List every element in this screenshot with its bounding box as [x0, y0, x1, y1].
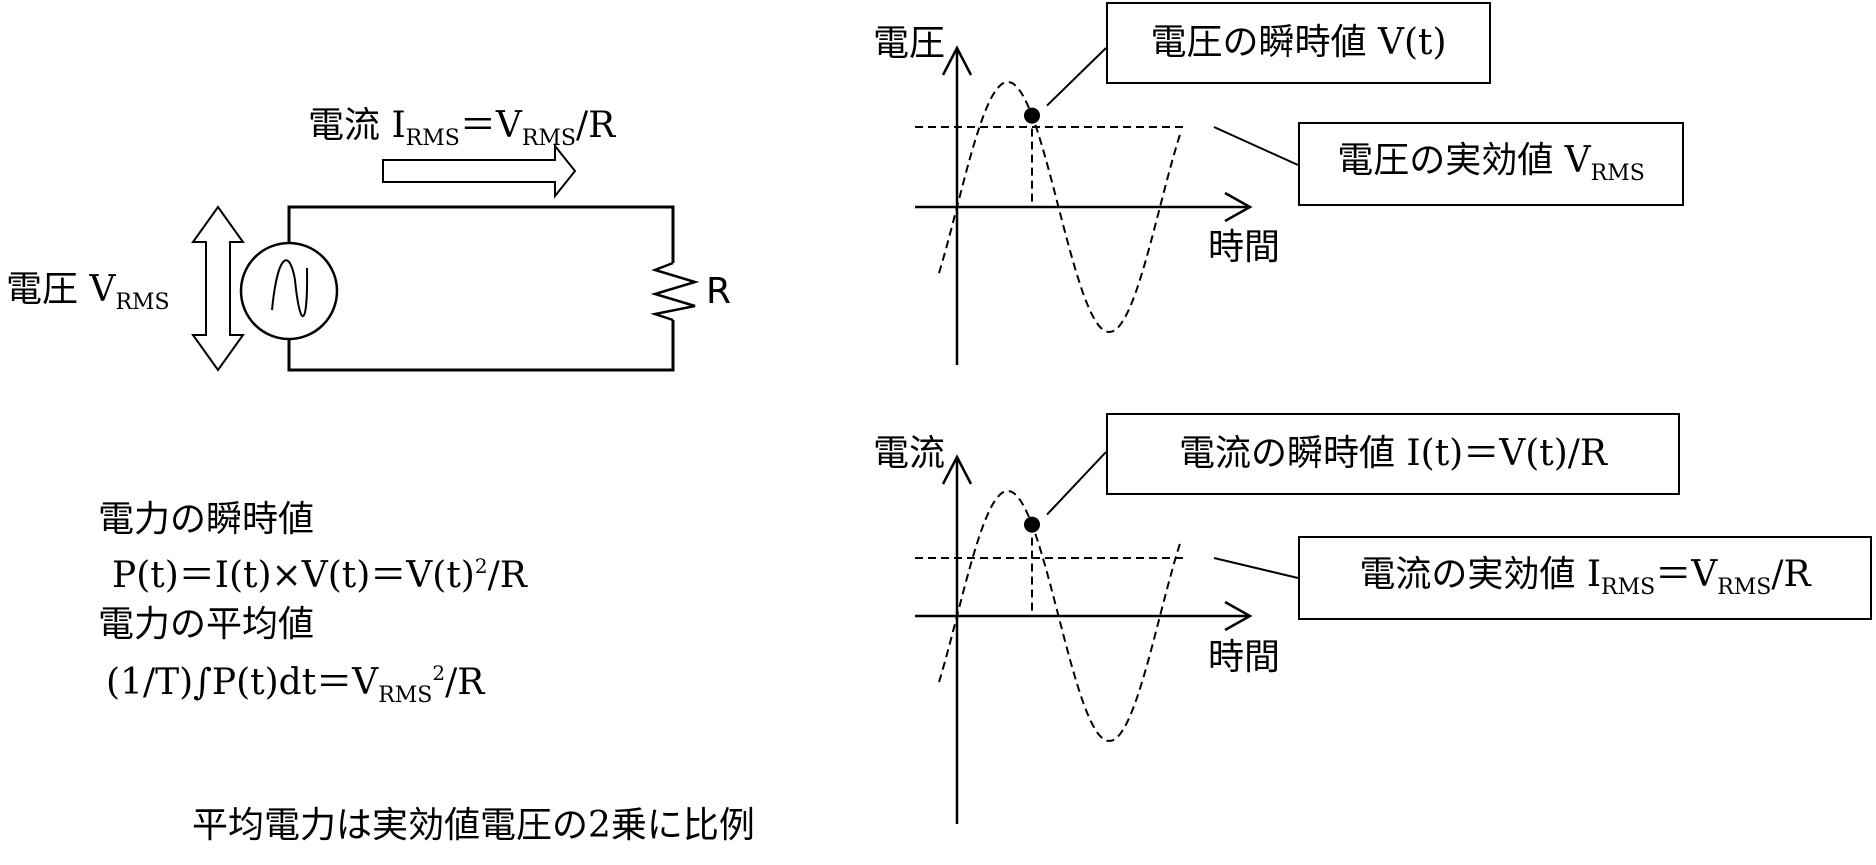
- current-arrow: [382, 143, 577, 199]
- time-axis-label: 時間: [1208, 637, 1281, 678]
- rms-leader-line: [1213, 557, 1299, 579]
- current-instant-callout: 電流の瞬時値 I(t)＝V(t)/R: [1106, 413, 1680, 495]
- current-rms-callout: 電流の実効値 IRMS＝VRMS/R: [1298, 536, 1872, 620]
- average-power-formula: (1/T)∫P(t)dt＝VRMS2/R: [106, 661, 485, 708]
- conclusion-text: 平均電力は実効値電圧の2乗に比例: [192, 805, 755, 846]
- x-axis-arrowhead: [1224, 191, 1253, 223]
- instant-leader-line: [1046, 451, 1107, 516]
- sine-curve: [938, 489, 1182, 743]
- resistor-label: R: [706, 271, 732, 312]
- callout-text: 電圧の瞬時値 V(t): [1150, 22, 1447, 63]
- voltage-rms-callout: 電圧の実効値 VRMS: [1298, 122, 1684, 206]
- rms-leader-line: [1213, 126, 1299, 166]
- callout-text: 電圧の実効値 VRMS: [1337, 140, 1645, 186]
- current-axis-label: 電流: [873, 433, 946, 474]
- ac-source-symbol: [239, 241, 339, 341]
- sine-curve: [938, 80, 1182, 334]
- instant-value-dot: [1024, 107, 1040, 124]
- average-power-title: 電力の平均値: [98, 604, 315, 645]
- sine-wave-icon: [271, 259, 309, 318]
- time-axis-label: 時間: [1208, 227, 1281, 268]
- voltage-rms-label: 電圧 VRMS: [6, 269, 170, 315]
- callout-text: 電流の実効値 IRMS＝VRMS/R: [1359, 554, 1811, 600]
- current-graph: [915, 451, 1299, 824]
- instant-power-title: 電力の瞬時値: [98, 499, 315, 540]
- voltage-double-arrow: [191, 205, 245, 372]
- voltage-axis-label: 電圧: [873, 23, 946, 64]
- current-rms-label: 電流 IRMS＝VRMS/R: [308, 105, 616, 151]
- y-axis-arrowhead: [941, 45, 973, 76]
- y-axis-arrowhead: [941, 454, 973, 485]
- callout-text: 電流の瞬時値 I(t)＝V(t)/R: [1178, 433, 1607, 474]
- circuit-wire: [287, 205, 675, 372]
- voltage-instant-callout: 電圧の瞬時値 V(t): [1106, 2, 1491, 84]
- instant-power-formula: P(t)＝I(t)×V(t)＝V(t)2/R: [112, 554, 527, 596]
- voltage-graph: [915, 45, 1299, 365]
- circuit: [191, 143, 700, 372]
- instant-value-dot: [1024, 516, 1040, 533]
- resistor-symbol: [650, 261, 700, 322]
- x-axis-arrowhead: [1224, 600, 1253, 632]
- instant-leader-line: [1046, 47, 1107, 107]
